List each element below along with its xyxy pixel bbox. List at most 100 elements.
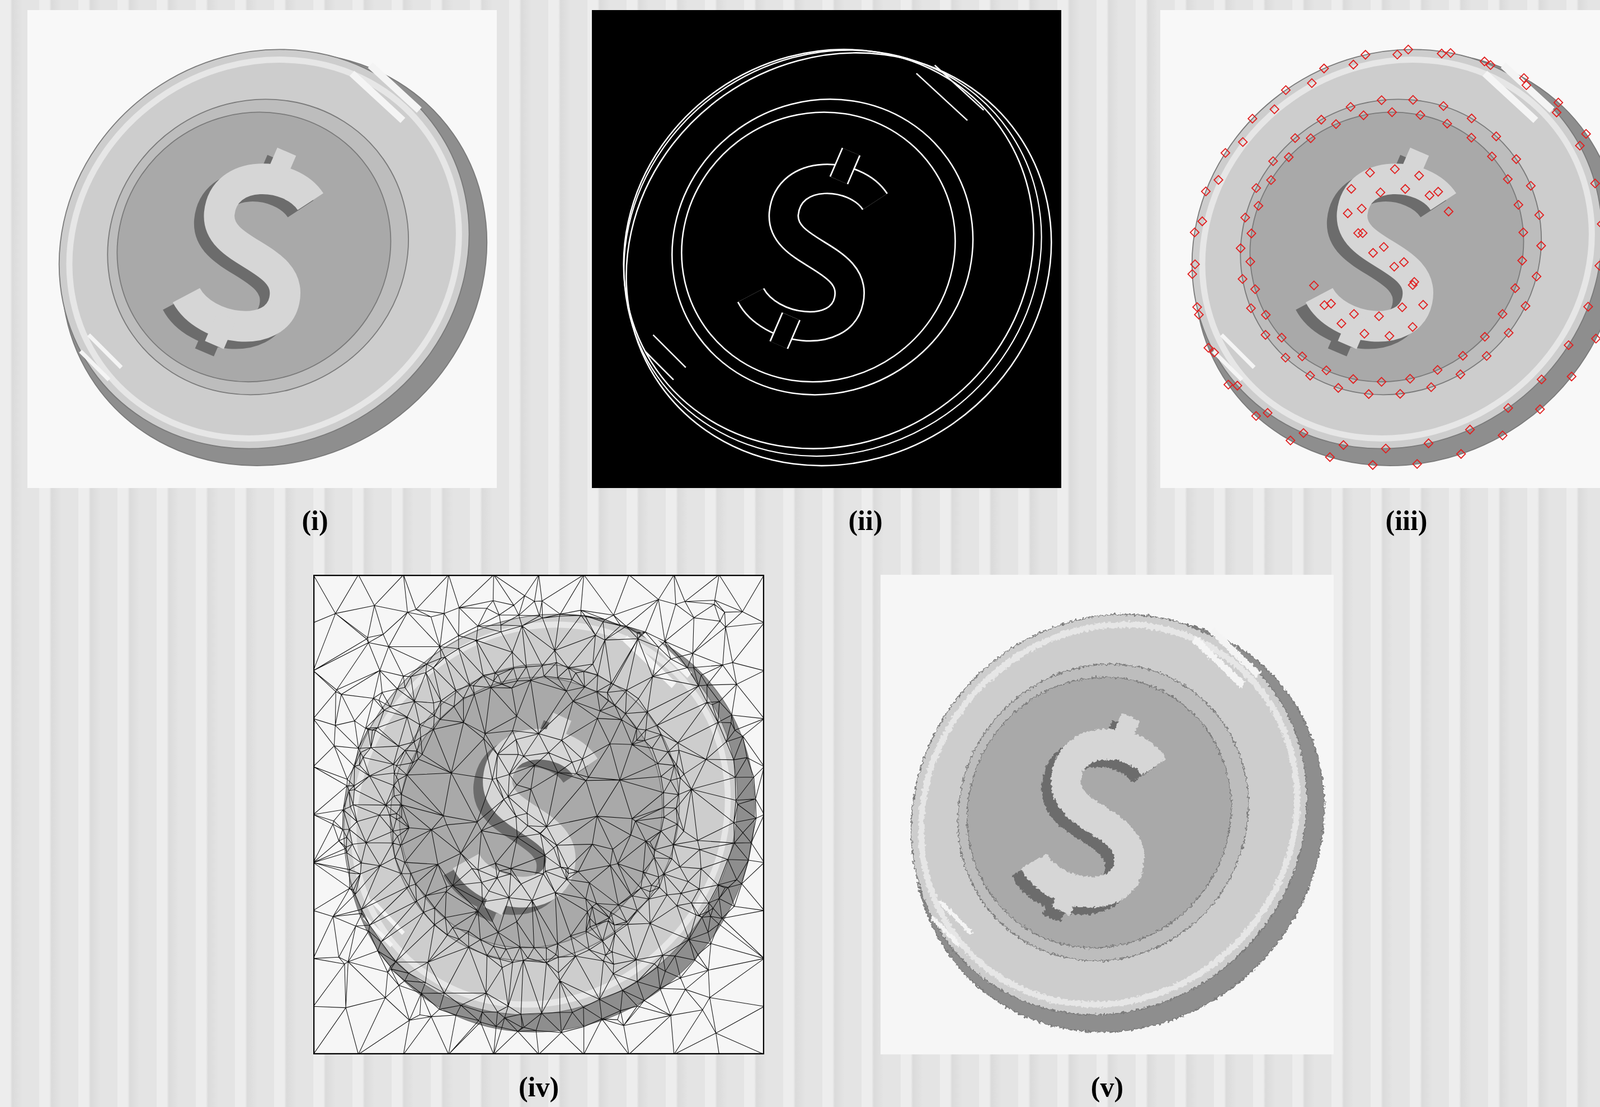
sample-point <box>1399 257 1409 267</box>
sample-point <box>1456 369 1465 379</box>
sample-point <box>1221 148 1230 158</box>
sample-point <box>1444 206 1453 216</box>
sample-point <box>1246 303 1255 313</box>
sample-point <box>1381 444 1390 453</box>
sample-point <box>1387 107 1397 117</box>
sample-point <box>1458 351 1467 360</box>
sample-point <box>1238 137 1247 147</box>
sample-point <box>1286 435 1295 445</box>
sample-point <box>1446 48 1455 58</box>
rim-shine <box>1160 10 1600 488</box>
sample-point <box>1321 365 1331 375</box>
coin-rim <box>1160 10 1600 488</box>
panel-label: (i) <box>301 504 328 537</box>
sample-point <box>1535 210 1544 220</box>
sample-point <box>1281 85 1291 94</box>
edge-line <box>591 10 1062 488</box>
sample-point <box>1377 377 1386 386</box>
sample-point <box>1190 227 1199 237</box>
highlight-streak <box>652 334 686 367</box>
sample-point <box>1246 228 1256 238</box>
sample-point <box>1466 133 1476 142</box>
sample-point <box>1359 110 1368 120</box>
sample-point <box>1299 428 1308 437</box>
sample-point <box>1385 331 1394 341</box>
highlight-streak <box>932 916 960 946</box>
sample-point <box>1268 156 1278 166</box>
coin-drawing <box>591 10 1062 488</box>
sample-point <box>1438 101 1448 111</box>
sample-point <box>1379 242 1388 251</box>
sample-point <box>1503 174 1512 183</box>
sample-point <box>1513 200 1523 209</box>
dollar-stroke <box>214 145 287 352</box>
sample-point <box>1316 115 1326 124</box>
sample-point <box>1360 329 1369 338</box>
coin-disc <box>1197 58 1577 436</box>
sample-point <box>1357 204 1366 213</box>
sample-point <box>1236 243 1245 253</box>
coin-inner-ring <box>334 604 736 1020</box>
sample-point <box>1187 269 1197 279</box>
sample-point <box>1486 60 1495 70</box>
coin-inner-ring <box>1182 40 1600 454</box>
sample-point <box>1503 403 1513 412</box>
dollar-outline-inner <box>778 145 851 352</box>
sample-point <box>1575 141 1584 150</box>
dollar-stroke <box>1315 166 1447 336</box>
sample-point <box>1537 374 1546 384</box>
sample-point <box>1263 408 1272 417</box>
sample-point <box>1522 80 1531 89</box>
dollar-stroke <box>182 166 314 336</box>
highlight-streak <box>1193 638 1244 686</box>
sample-point <box>1248 114 1257 123</box>
sample-point <box>1456 449 1466 458</box>
dollar-stroke <box>1029 731 1157 902</box>
highlight-streak <box>645 350 674 380</box>
triangulation-image <box>313 574 765 1054</box>
sample-point <box>1326 299 1335 308</box>
highlight-streak <box>1213 350 1242 380</box>
sample-point <box>1269 105 1279 114</box>
dollar-outline-inner <box>746 166 878 336</box>
rim-shine <box>27 10 497 488</box>
sampled-points-image <box>1160 10 1600 488</box>
sample-point <box>1349 309 1359 318</box>
sample-point <box>1398 302 1407 312</box>
sample-point <box>1442 119 1452 128</box>
sample-point <box>1233 380 1242 390</box>
image-border <box>313 575 764 1054</box>
sample-point <box>1320 300 1329 309</box>
sample-point <box>1374 311 1383 320</box>
sample-point <box>1564 340 1573 350</box>
sample-point <box>1290 133 1300 143</box>
dollar-outline <box>778 145 851 352</box>
sample-point <box>1347 184 1356 194</box>
sample-point <box>1254 201 1263 210</box>
coin-edge <box>313 574 765 1054</box>
sample-point <box>1408 280 1418 290</box>
coin-rim <box>27 10 497 488</box>
sample-point <box>1368 460 1377 469</box>
coin-edge <box>591 10 1062 488</box>
coin-disc <box>915 623 1283 1002</box>
sample-point <box>1250 284 1260 294</box>
dollar-symbol <box>741 137 884 359</box>
sample-point <box>1284 152 1293 162</box>
sample-point <box>1389 262 1399 271</box>
sample-point <box>1376 187 1385 197</box>
sample-point <box>1201 186 1211 196</box>
sample-point <box>1480 332 1489 341</box>
sample-point <box>1277 332 1286 342</box>
coin-drawing <box>880 574 1334 1054</box>
sample-point <box>1390 165 1400 174</box>
sample-point <box>1566 372 1576 381</box>
sample-point <box>1414 171 1424 180</box>
sample-point <box>1583 302 1593 311</box>
sample-point <box>1517 256 1527 265</box>
sample-point <box>1591 333 1600 343</box>
sample-point <box>1395 389 1405 398</box>
sample-point <box>1245 257 1255 266</box>
sample-point <box>1526 181 1536 190</box>
